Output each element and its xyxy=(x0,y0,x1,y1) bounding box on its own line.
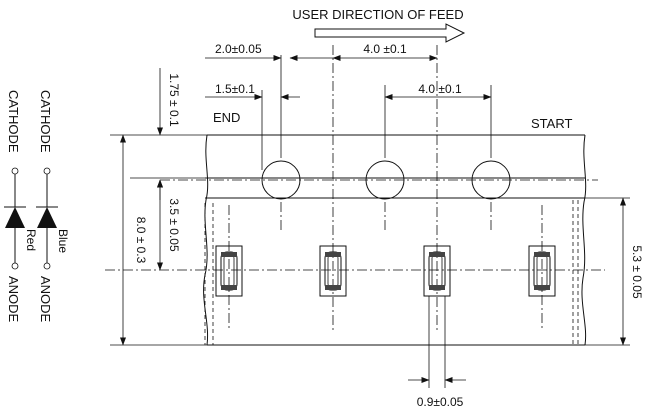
hole-pitch-dimension: 4.0 ±0.1 xyxy=(363,42,407,56)
blue-color-label: Blue xyxy=(56,229,70,253)
hole-to-pocket-dimension: 3.5 ± 0.05 xyxy=(167,198,181,252)
red-anode-label: ANODE xyxy=(6,276,21,323)
pocket-pitch-dimension: 4.0 ±0.1 xyxy=(418,82,462,96)
edge-to-hole-dimension: 1.75 ± 0.1 xyxy=(167,73,181,127)
sprocket-hole xyxy=(261,160,301,200)
pocket-width-dimension: 0.9±0.05 xyxy=(417,395,464,409)
end-label: END xyxy=(213,110,240,125)
hole-diameter-dimension: 1.5±0.1 xyxy=(215,82,255,96)
component-pocket xyxy=(423,245,451,297)
carrier-tape xyxy=(105,134,605,346)
red-cathode-label: CATHODE xyxy=(6,90,21,153)
sprocket-hole xyxy=(365,160,405,200)
blue-anode-label: ANODE xyxy=(38,276,53,323)
start-label: START xyxy=(531,116,572,131)
hole-offset-dimension: 2.0±0.05 xyxy=(215,42,262,56)
cover-width-dimension: 5.3 ± 0.05 xyxy=(630,245,644,299)
feed-direction-arrow xyxy=(314,23,466,43)
blue-diode-symbol: CATHODE Blue ANODE xyxy=(36,90,70,323)
feed-direction-label: USER DIRECTION OF FEED xyxy=(292,7,463,22)
blue-cathode-label: CATHODE xyxy=(38,90,53,153)
sprocket-hole xyxy=(471,160,511,200)
component-pocket xyxy=(319,245,347,297)
component-pocket xyxy=(528,245,556,297)
component-pocket xyxy=(215,245,243,297)
red-color-label: Red xyxy=(24,229,38,251)
red-diode-symbol: CATHODE Red ANODE xyxy=(4,90,38,323)
tape-width-dimension: 8.0 ± 0.3 xyxy=(134,217,148,264)
